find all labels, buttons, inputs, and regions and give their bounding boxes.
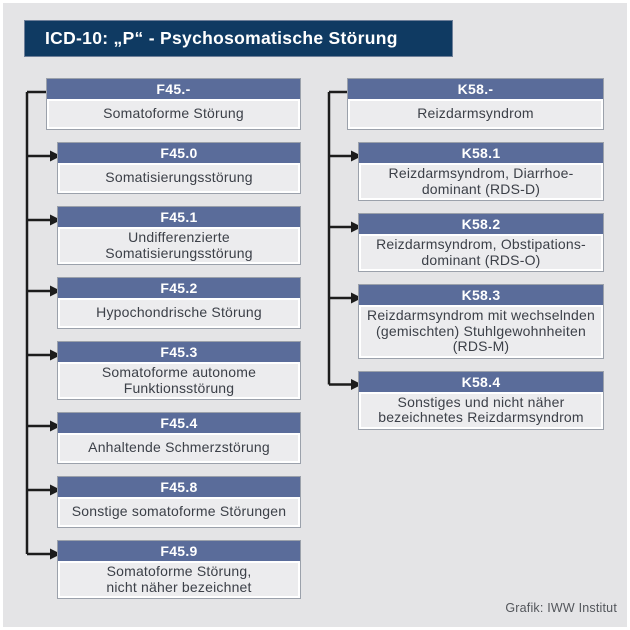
box-f45-8: F45.8 Sonstige somatoforme Störungen [57,476,301,528]
box-f45-1: F45.1 Undifferenzierte Somatisierungsstö… [57,206,301,265]
box-k58-2: K58.2 Reizdarmsyndrom, Obstipations- dom… [358,213,604,272]
box-code: K58.2 [359,214,603,234]
box-code: F45.3 [58,342,300,362]
box-code: K58.- [348,79,603,99]
box-label: Reizdarmsyndrom, Obstipations- dominant … [361,236,601,269]
box-code: F45.0 [58,143,300,163]
box-f45-9: F45.9 Somatoforme Störung, nicht näher b… [57,540,301,599]
box-f45-0: F45.0 Somatisierungsstörung [57,142,301,194]
box-label: Undifferenzierte Somatisierungsstörung [60,229,298,262]
box-label: Reizdarmsyndrom, Diarrhoe- dominant (RDS… [361,165,601,198]
column-f45: F45.- Somatoforme Störung F45.0 Somatisi… [46,78,301,599]
box-k58-3: K58.3 Reizdarmsyndrom mit wechselnden (g… [358,284,604,359]
box-label: Sonstige somatoforme Störungen [60,499,298,525]
box-label: Reizdarmsyndrom [350,101,601,127]
box-f45-4: F45.4 Anhaltende Schmerzstörung [57,412,301,464]
box-f45-2: F45.2 Hypochondrische Störung [57,277,301,329]
box-label: Sonstiges und nicht näher bezeichnetes R… [361,393,601,427]
box-label: Somatoforme Störung, nicht näher bezeich… [60,563,298,596]
column-k58: K58.- Reizdarmsyndrom K58.1 Reizdarmsynd… [347,78,604,430]
box-code: F45.9 [58,541,300,561]
box-code: F45.- [47,79,300,99]
box-k58-1: K58.1 Reizdarmsyndrom, Diarrhoe- dominan… [358,142,604,201]
box-code: K58.1 [359,143,603,163]
box-f45-root: F45.- Somatoforme Störung [46,78,301,130]
box-code: F45.2 [58,278,300,298]
credit-text: Grafik: IWW Institut [505,601,617,615]
box-label: Somatisierungsstörung [60,165,298,191]
box-code: F45.4 [58,413,300,433]
box-code: K58.4 [359,371,603,392]
box-k58-4: K58.4 Sonstiges und nicht näher bezeichn… [358,370,604,430]
box-f45-3: F45.3 Somatoforme autonome Funktionsstör… [57,341,301,400]
box-code: F45.1 [58,207,300,227]
box-k58-root: K58.- Reizdarmsyndrom [347,78,604,130]
box-label: Hypochondrische Störung [60,300,298,326]
box-label: Reizdarmsyndrom mit wechselnden (gemisch… [361,307,601,356]
box-label: Anhaltende Schmerzstörung [60,435,298,461]
box-code: K58.3 [359,285,603,305]
box-code: F45.8 [58,477,300,497]
title-banner: ICD-10: „P“ - Psychosomatische Störung [24,20,453,57]
page-title: ICD-10: „P“ - Psychosomatische Störung [45,28,398,48]
box-label: Somatoforme Störung [49,101,298,127]
box-label: Somatoforme autonome Funktionsstörung [60,364,298,397]
